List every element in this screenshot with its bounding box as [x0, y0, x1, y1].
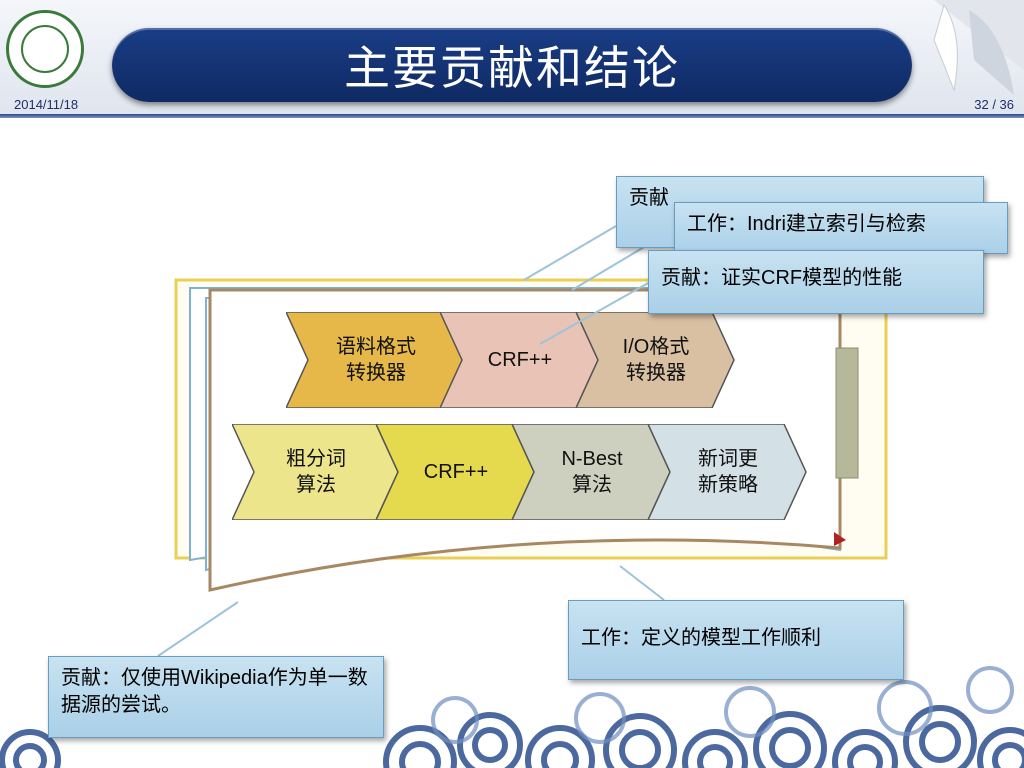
chevron-corpus-converter: 语料格式 转换器 — [286, 312, 466, 408]
chevron-label: 语料格式 转换器 — [336, 336, 416, 384]
chevron-label: I/O格式 转换器 — [622, 336, 690, 384]
page-total: / 36 — [992, 97, 1014, 112]
page-counter: 32 / 36 — [974, 97, 1014, 112]
page-number: 32 — [974, 97, 989, 112]
callout-indri-indexing: 工作：Indri建立索引与检索 — [674, 202, 1008, 254]
page-title: 主要贡献和结论 — [344, 41, 680, 95]
chevron-new-word-update: 新词更 新策略 — [648, 424, 808, 520]
chevron-rough-segmentation: 粗分词 算法 — [232, 424, 400, 520]
chevron-crf-bottom: CRF++ — [376, 424, 536, 520]
callout-crf-performance: 贡献：证实CRF模型的性能 — [648, 250, 984, 314]
university-logo-icon — [6, 10, 84, 88]
chevron-label: 新词更 新策略 — [698, 448, 758, 496]
header-divider — [0, 114, 1024, 118]
chevron-label: CRF++ — [487, 349, 553, 371]
chevron-crf-top: CRF++ — [440, 312, 600, 408]
chevron-nbest: N-Best 算法 — [512, 424, 672, 520]
chevron-io-converter: I/O格式 转换器 — [576, 312, 736, 408]
chevron-label: N-Best 算法 — [561, 448, 623, 496]
chevron-label: CRF++ — [423, 461, 489, 483]
callout-model-works: 工作：定义的模型工作顺利 — [568, 600, 904, 680]
chevron-label: 粗分词 算法 — [286, 448, 346, 496]
callout-wikipedia-source: 贡献：仅使用Wikipedia作为单一数据源的尝试。 — [48, 656, 384, 738]
title-banner: 主要贡献和结论 — [112, 28, 912, 102]
sail-decoration-icon — [933, 0, 1024, 95]
slide-date: 2014/11/18 — [14, 97, 79, 112]
